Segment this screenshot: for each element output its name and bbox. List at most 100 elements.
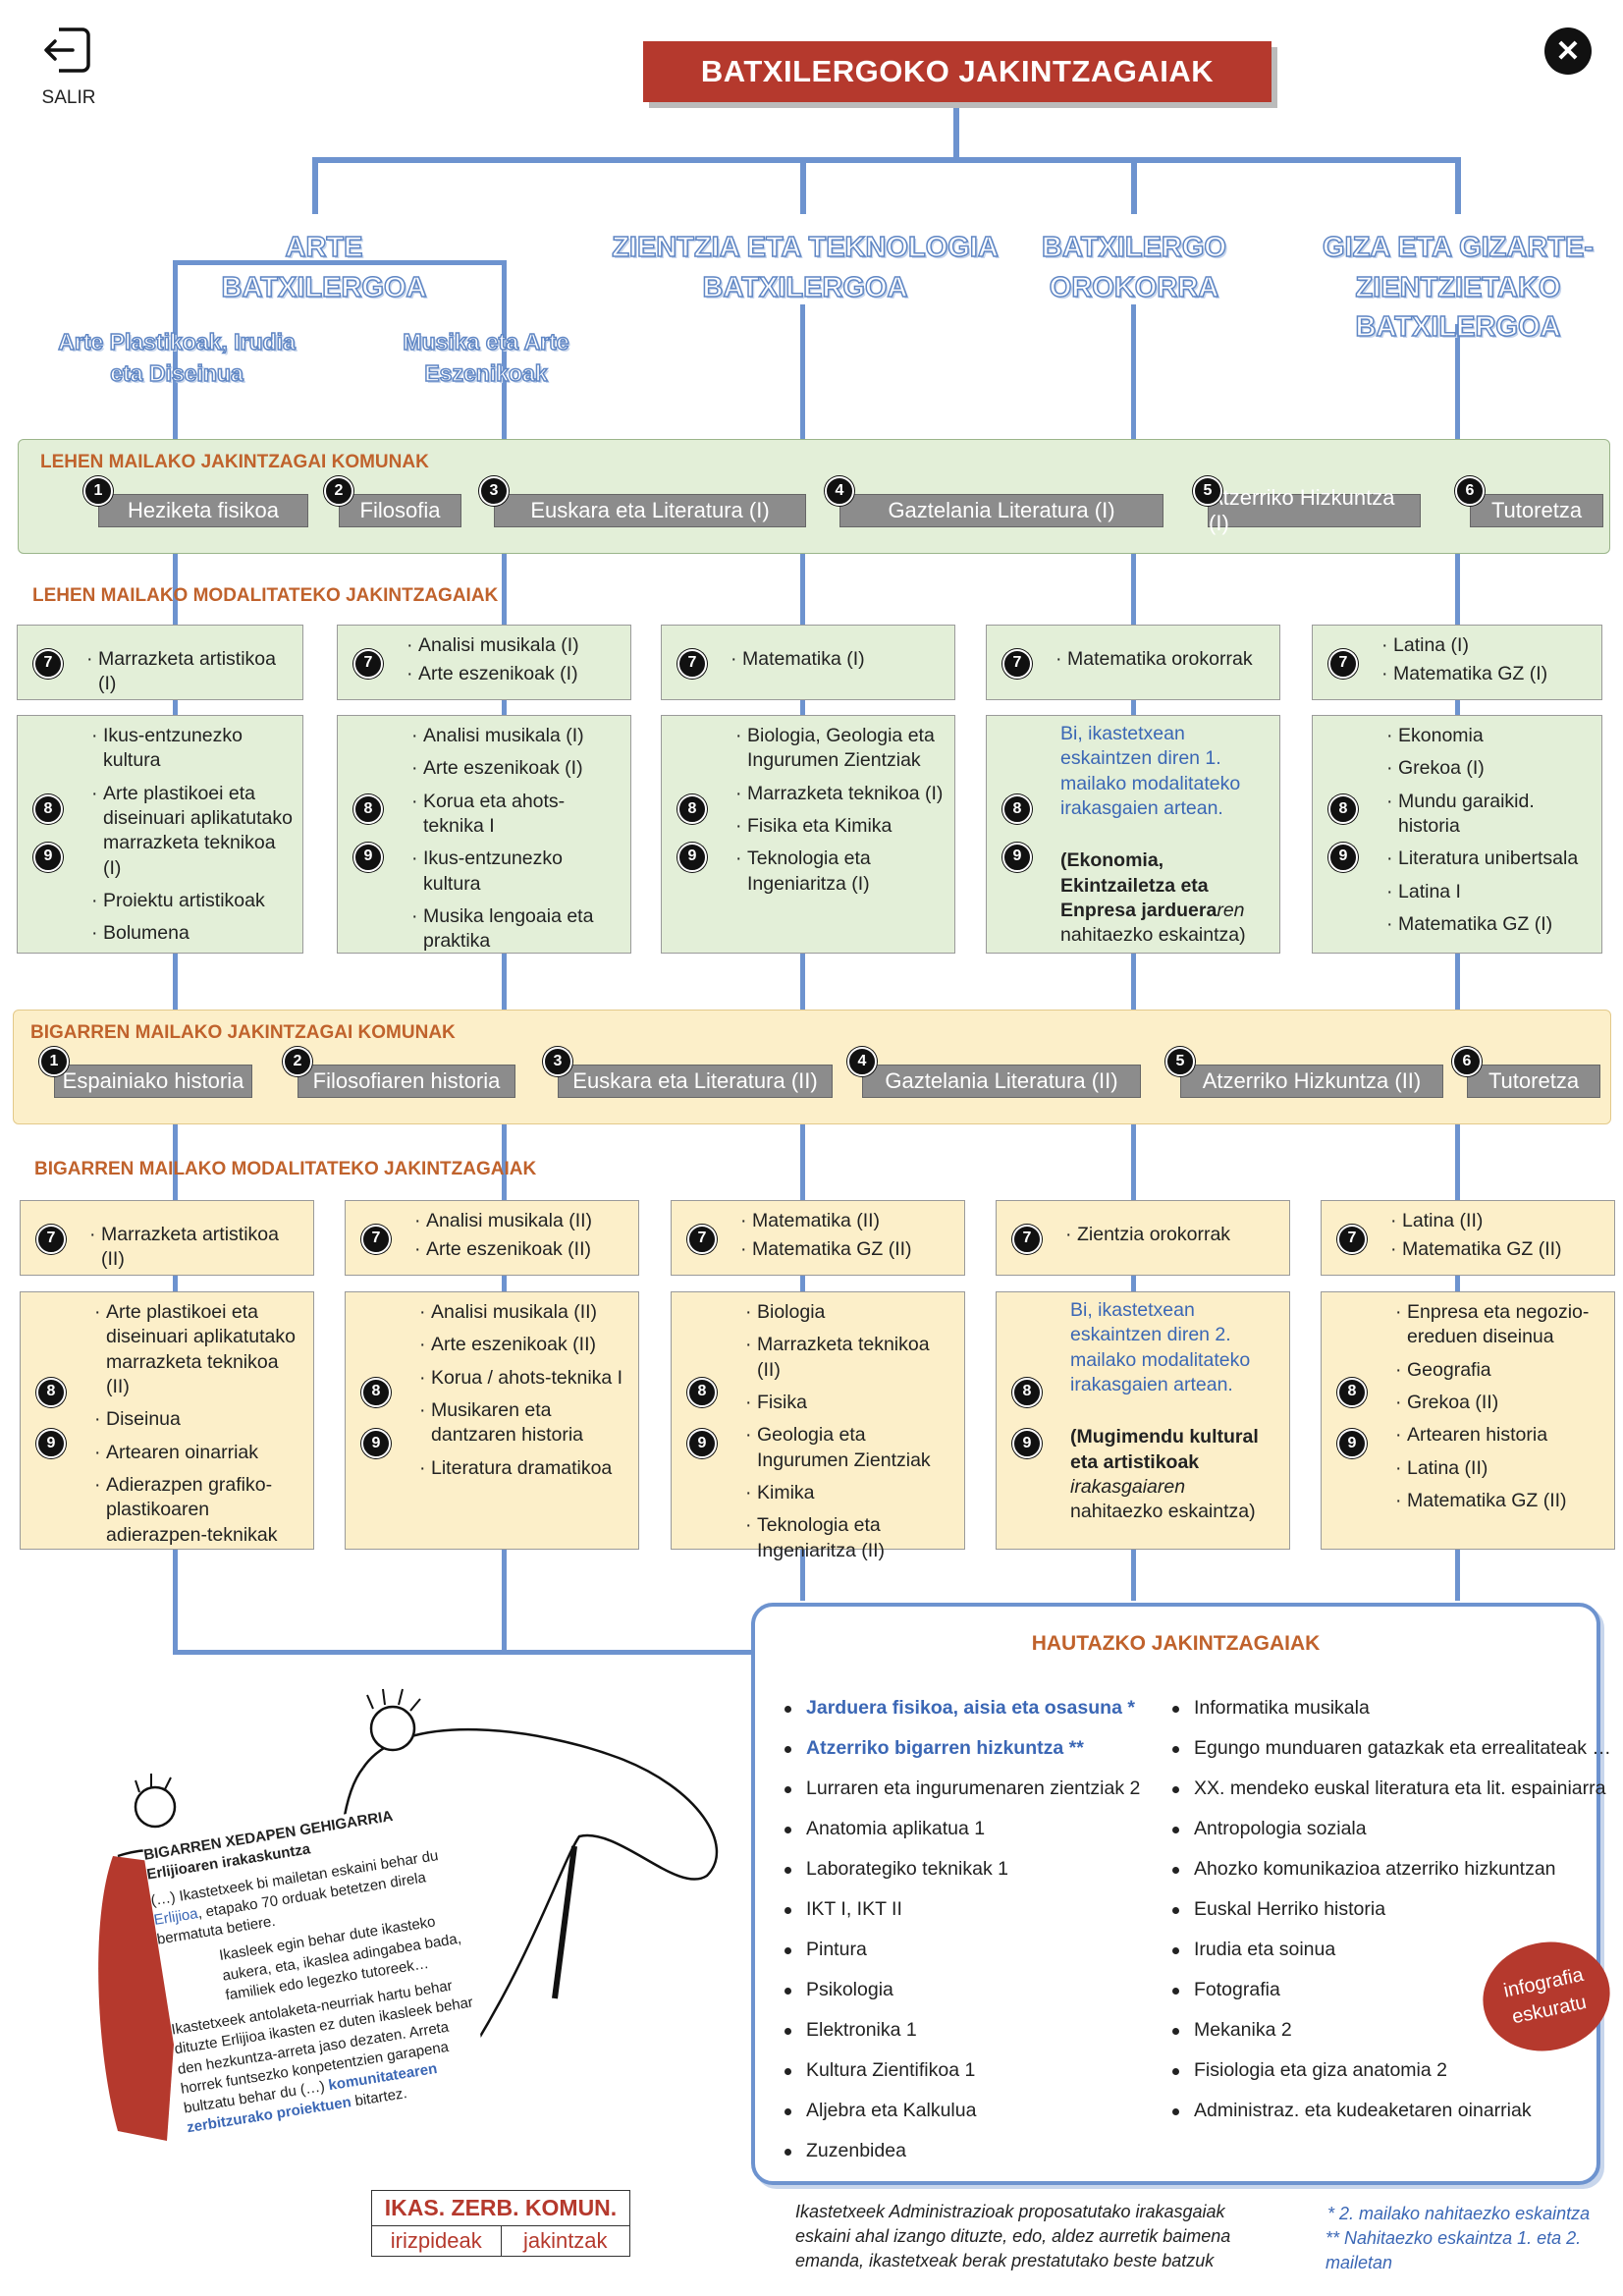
- first-modal-row89-box-2: 89Analisi musikala (I)Arte eszenikoak (I…: [337, 715, 631, 954]
- elective-item: Ahozko komunikazioa atzerriko hizkuntzan: [1172, 1858, 1611, 1898]
- first-modal-row7-item: Arte eszenikoak (I): [406, 662, 622, 687]
- exit-button[interactable]: SALIR: [29, 22, 108, 109]
- second-modal-row89-item: Matematika GZ (II): [1395, 1489, 1606, 1514]
- second-modal-orokorra-note: Bi, ikastetxean eskaintzen diren 2. mail…: [1070, 1298, 1277, 1525]
- footer-note: Ikastetxeek Administrazioak proposatutak…: [795, 2202, 1231, 2271]
- ikas-criteria-link[interactable]: irizpideak: [372, 2226, 502, 2256]
- first-modal-row89-item: Mundu garaikid. historia: [1386, 790, 1594, 840]
- second-modal-row89-item: Geografia: [1395, 1358, 1606, 1384]
- first-modal-row7-box-3: 7Matematika (I): [661, 625, 955, 700]
- first-modal-orokorra-text: Bi, ikastetxean eskaintzen diren 1. mail…: [1060, 723, 1241, 820]
- first-common-number-badge: 2: [324, 476, 353, 506]
- elective-item: Atzerriko bigarren hizkuntza **: [784, 1737, 1140, 1777]
- second-modal-row89-item: Artearen historia: [1395, 1423, 1606, 1449]
- elective-item: Fisiologia eta giza anatomia 2: [1172, 2059, 1611, 2100]
- elective-item: Laborategiko teknikak 1: [784, 1858, 1140, 1898]
- first-modal-row7-item: Latina (I): [1381, 633, 1594, 659]
- first-common-number-badge: 6: [1455, 476, 1485, 506]
- first-modal-number-badge: 8: [677, 794, 707, 825]
- first-modal-row89-item: Bolumena: [91, 921, 295, 947]
- second-modal-number-badge: 7: [1012, 1224, 1042, 1254]
- second-modal-row89-item: Literatura dramatikoa: [419, 1456, 630, 1482]
- second-modal-row7-box-4: 7 Zientzia orokorrak: [996, 1200, 1290, 1276]
- first-modal-row7-box-5: 7Latina (I)Matematika GZ (I): [1312, 625, 1602, 700]
- second-common-subject-4: Gaztelania Literatura (II): [862, 1065, 1141, 1098]
- first-common-number-badge: 4: [825, 476, 854, 506]
- elective-item: Antropologia soziala: [1172, 1818, 1611, 1858]
- first-modal-row89-item: Arte plastikoei eta diseinuari aplikatut…: [91, 782, 295, 881]
- second-modal-row89-box-1: 89Arte plastikoei eta diseinuari aplikat…: [20, 1291, 314, 1550]
- elective-item: Mekanika 2: [1172, 2019, 1611, 2059]
- second-modal-row89-item: Marrazketa teknikoa (II): [745, 1333, 956, 1383]
- second-common-subject-2: Filosofiaren historia: [298, 1065, 515, 1098]
- second-modal-row7-item: Marrazketa artistikoa (II): [89, 1223, 305, 1273]
- elective-item: Fotografia: [1172, 1979, 1611, 2019]
- second-common-number-badge: 5: [1165, 1047, 1195, 1076]
- elective-item: Elektronika 1: [784, 2019, 1140, 2059]
- first-modal-number-badge: 7: [1328, 648, 1358, 679]
- first-modal-row89-item: Ikus-entzunezko kultura: [411, 847, 622, 897]
- elective-item: IKT I, IKT II: [784, 1898, 1140, 1939]
- ikas-knowledge-link[interactable]: jakintzak: [522, 2228, 608, 2253]
- second-modal-row89-item: Kimika: [745, 1481, 956, 1506]
- second-common-number-badge: 1: [39, 1047, 69, 1076]
- second-modal-row89-item: Korua / ahots-teknika I: [419, 1366, 630, 1392]
- second-modal-orokorra-tail: nahitaezko eskaintza): [1070, 1501, 1256, 1523]
- second-modal-number-badge: 9: [1337, 1429, 1367, 1459]
- first-modal-row89-item: Literatura unibertsala: [1386, 847, 1594, 872]
- first-modal-row7-box-1: 7Marrazketa artistikoa (I): [17, 625, 303, 700]
- elective-item: Lurraren eta ingurumenaren zientziak 2: [784, 1777, 1140, 1818]
- second-modal-row7-item: Zientzia orokorrak: [1065, 1223, 1281, 1248]
- branch-arte-sub2: Musika eta Arte Eszenikoak: [403, 328, 570, 387]
- page-title: BATXILERGOKO JAKINTZAGAIAK: [643, 41, 1271, 102]
- first-modal-number-badge: 9: [677, 842, 707, 872]
- first-common-subject-3: Euskara eta Literatura (I): [494, 494, 806, 527]
- ikas-zerb-komun-box: IKAS. ZERB. KOMUN. irizpideak jakintzak: [371, 2190, 630, 2257]
- footer-star1: * 2. mailako nahitaezko eskaintza: [1327, 2204, 1591, 2223]
- second-common-title: BIGARREN MAILAKO JAKINTZAGAI KOMUNAK: [30, 1022, 456, 1043]
- second-modal-row7-box-1: 7 Marrazketa artistikoa (II): [20, 1200, 314, 1276]
- close-button[interactable]: ✕: [1544, 27, 1592, 75]
- second-modal-row7-item: Latina (II): [1390, 1209, 1606, 1234]
- first-modal-orokorra-bold: (Ekonomia, Ekintzailetza eta Enpresa jar…: [1060, 849, 1217, 922]
- first-modal-number-badge: 8: [1328, 794, 1358, 825]
- first-modal-row89-item: Arte eszenikoak (I): [411, 756, 622, 782]
- first-modal-orokorra-offer: (Ekonomia, Ekintzailetza eta Enpresa jar…: [1060, 848, 1268, 948]
- elective-item: Informatika musikala: [1172, 1697, 1611, 1737]
- first-modal-row7-box-4: 7 Matematika orokorrak: [986, 625, 1280, 700]
- second-modal-row7-item: Arte eszenikoak (II): [414, 1237, 630, 1263]
- first-modal-orokorra-note: Bi, ikastetxean eskaintzen diren 1. mail…: [1060, 722, 1268, 949]
- first-modal-row89-box-3: 89Biologia, Geologia eta Ingurumen Zient…: [661, 715, 955, 954]
- first-modal-row89-item: Proiektu artistikoak: [91, 889, 295, 914]
- elective-item: Jarduera fisikoa, aisia eta osasuna *: [784, 1697, 1140, 1737]
- second-modal-row89-item: Enpresa eta negozio-ereduen diseinua: [1395, 1300, 1606, 1350]
- second-modal-number-badge: 8: [1012, 1377, 1042, 1407]
- branch-zientzia: ZIENTZIA ETA TEKNOLOGIA BATXILERGOA: [611, 231, 999, 303]
- second-common-number-badge: 3: [543, 1047, 572, 1076]
- paper-p3a: Ikastetxeek antolaketa-neurriak hartu be…: [170, 1977, 475, 2117]
- first-common-title: LEHEN MAILAKO JAKINTZAGAI KOMUNAK: [40, 452, 429, 472]
- first-modal-row7-item: Matematika orokorrak: [1055, 647, 1271, 673]
- elective-item: XX. mendeko euskal literatura eta lit. e…: [1172, 1777, 1611, 1818]
- second-modal-row89-box-2: 89Analisi musikala (II)Arte eszenikoak (…: [345, 1291, 639, 1550]
- first-common-number-badge: 1: [83, 476, 113, 506]
- second-modal-row89-item: Arte eszenikoak (II): [419, 1333, 630, 1358]
- branch-arte-sub1: Arte Plastikoak, Irudia eta Diseinua: [57, 328, 296, 387]
- second-modal-number-badge: 7: [1337, 1224, 1367, 1254]
- elective-item: Psikologia: [784, 1979, 1140, 2019]
- second-modal-row89-box-5: 89Enpresa eta negozio-ereduen diseinuaGe…: [1321, 1291, 1615, 1550]
- second-modal-number-badge: 7: [36, 1224, 66, 1254]
- religion-note: BIGARREN XEDAPEN GEHIGARRIA Erlijioaren …: [142, 1798, 502, 2215]
- first-modal-number-badge: 7: [1002, 648, 1032, 679]
- second-modal-number-badge: 8: [361, 1377, 391, 1407]
- second-modal-row7-item: Matematika (II): [740, 1209, 956, 1234]
- second-modal-row7-item: Matematika GZ (II): [1390, 1237, 1606, 1263]
- second-modal-row89-item: Latina (II): [1395, 1456, 1606, 1482]
- first-common-subject-6: Tutoretza: [1470, 494, 1603, 527]
- elective-item: Kultura Zientifikoa 1: [784, 2059, 1140, 2100]
- first-common-number-badge: 3: [479, 476, 509, 506]
- second-modal-orokorra-offer: (Mugimendu kultural eta artistikoak irak…: [1070, 1425, 1277, 1524]
- first-common-subject-4: Gaztelania Literatura (I): [839, 494, 1163, 527]
- second-modal-orokorra-bold: (Mugimendu kultural eta artistikoak: [1070, 1426, 1259, 1473]
- second-modal-row89-item: Grekoa (II): [1395, 1391, 1606, 1416]
